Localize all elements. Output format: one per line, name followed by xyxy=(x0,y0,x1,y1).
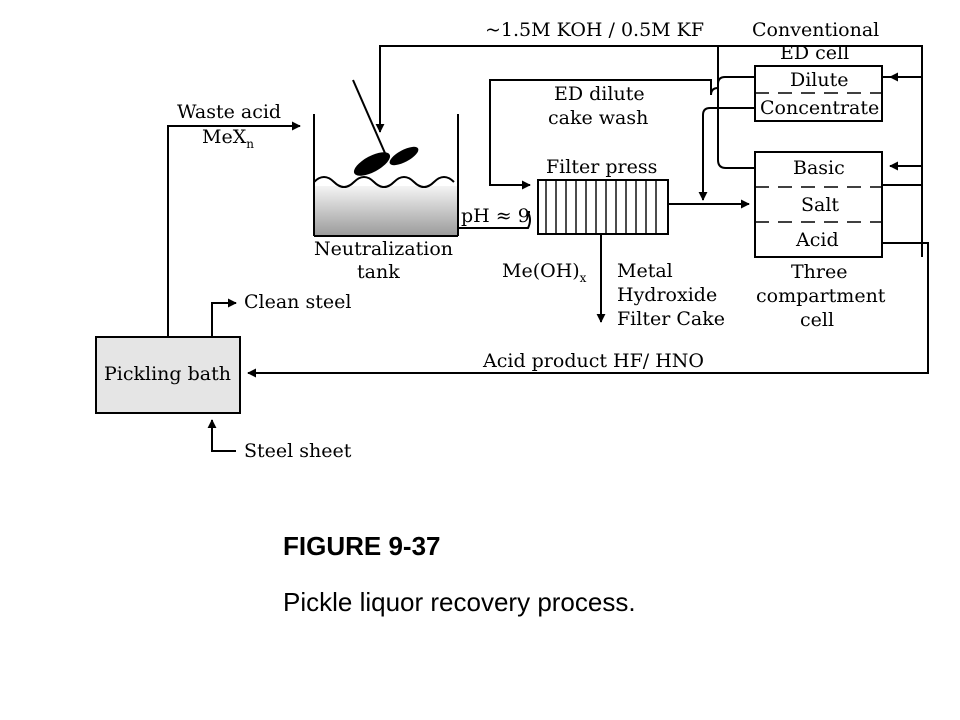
compartment-label: compartment xyxy=(756,285,886,307)
dilute-label: Dilute xyxy=(790,69,849,91)
cake-wash-label: cake wash xyxy=(548,107,648,129)
filter-cake-label: Filter Cake xyxy=(617,308,725,330)
filter-press-label: Filter press xyxy=(546,156,657,178)
steel-sheet-label: Steel sheet xyxy=(244,440,352,462)
basic-label: Basic xyxy=(793,157,845,179)
conventional-ed-cell xyxy=(754,65,883,122)
ph-label: pH ≈ 9 xyxy=(461,205,530,227)
pickling-bath xyxy=(95,336,241,414)
figure-caption: Pickle liquor recovery process. xyxy=(283,587,636,617)
neutralization-tank xyxy=(313,114,459,237)
waste-acid-line xyxy=(167,121,301,337)
mixer-agitator-icon xyxy=(352,79,419,176)
tank-label: tank xyxy=(357,261,400,283)
ed-cell-label: ED cell xyxy=(780,42,849,64)
filter-press xyxy=(537,179,669,235)
metal-label: Metal xyxy=(617,260,673,282)
koh-kf-label: ~1.5M KOH / 0.5M KF xyxy=(485,19,704,41)
figure-number: FIGURE 9-37 xyxy=(283,531,441,561)
clean-steel-label: Clean steel xyxy=(244,291,351,313)
cell-label: cell xyxy=(800,309,834,331)
pickling-bath-label: Pickling bath xyxy=(104,363,231,385)
acid-product-label: Acid product HF/ HNO xyxy=(482,350,704,372)
ph9-feed-line xyxy=(458,211,531,229)
waste-acid-formula: MeXn xyxy=(202,126,254,151)
hydroxide-label: Hydroxide xyxy=(617,284,717,306)
steel-sheet-line xyxy=(207,419,236,452)
concentrate-label: Concentrate xyxy=(760,97,879,119)
clean-steel-line xyxy=(211,298,237,337)
neutralization-label: Neutralization xyxy=(314,238,453,260)
three-compartment-cell xyxy=(754,151,883,258)
acid-product-line xyxy=(247,242,929,378)
ed-dilute-label: ED dilute xyxy=(554,83,645,105)
me-oh-label: Me(OH)x xyxy=(502,260,587,285)
salt-label: Salt xyxy=(801,194,839,216)
concentrate-return-line xyxy=(698,107,755,201)
three-label: Three xyxy=(791,261,847,283)
basic-return-line xyxy=(717,46,755,169)
acid-label: Acid xyxy=(795,229,839,251)
conventional-label: Conventional xyxy=(752,19,879,41)
waste-acid-label: Waste acid xyxy=(177,101,281,123)
